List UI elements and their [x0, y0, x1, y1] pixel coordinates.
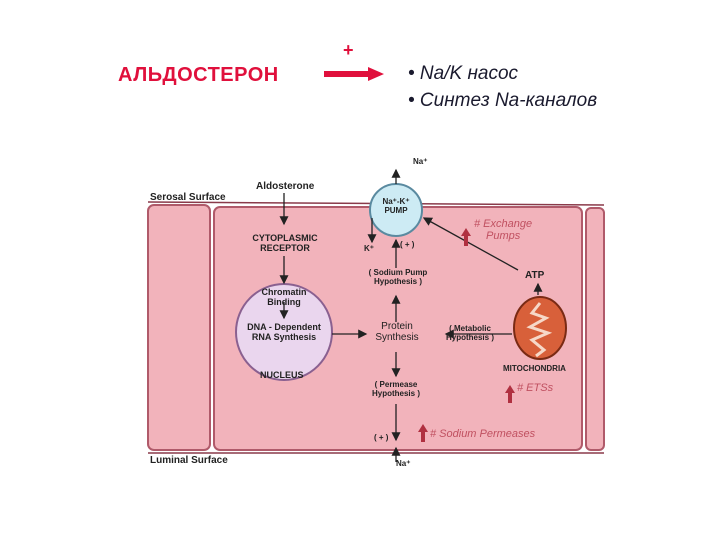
epithelial-cells — [147, 201, 605, 454]
increase-arrow-icons — [418, 228, 515, 442]
luminal-surface-label: Luminal Surface — [150, 455, 228, 466]
sodium-permeases-label: # Sodium Permeases — [430, 428, 536, 440]
effect-item-na-channels: • Синтез Na-каналов — [408, 90, 598, 111]
nucleus-label: NUCLEUS — [260, 370, 304, 380]
na-top-label: Na⁺ — [413, 157, 428, 166]
plus-pump-label: ( + ) — [400, 240, 415, 249]
na-bottom-label: Na⁺ — [396, 459, 411, 468]
effects-list: • Na/K насос • Синтез Na-каналов — [408, 60, 597, 114]
na-k-pump-label: Na⁺-K⁺PUMP — [382, 197, 410, 215]
atp-label: ATP — [525, 270, 545, 281]
pathway-arrows — [279, 168, 543, 462]
mitochondria-label: MITOCHONDRIA — [503, 364, 566, 373]
mitochondrion — [513, 296, 567, 360]
red-arrow-icon — [324, 67, 384, 81]
serosal-surface-label: Serosal Surface — [150, 192, 226, 203]
plus-bottom-label: ( + ) — [374, 433, 389, 442]
etss-label: # ETSs — [517, 382, 554, 394]
aldosterone-label: Aldosterone — [256, 181, 315, 192]
effect-item-na-k-pump: • Na/K насос — [408, 63, 519, 84]
arrow-plus-sign: + — [343, 40, 354, 60]
aldosterone-title: АЛЬДОСТЕРОН — [118, 64, 279, 86]
k-label: K⁺ — [364, 244, 374, 253]
